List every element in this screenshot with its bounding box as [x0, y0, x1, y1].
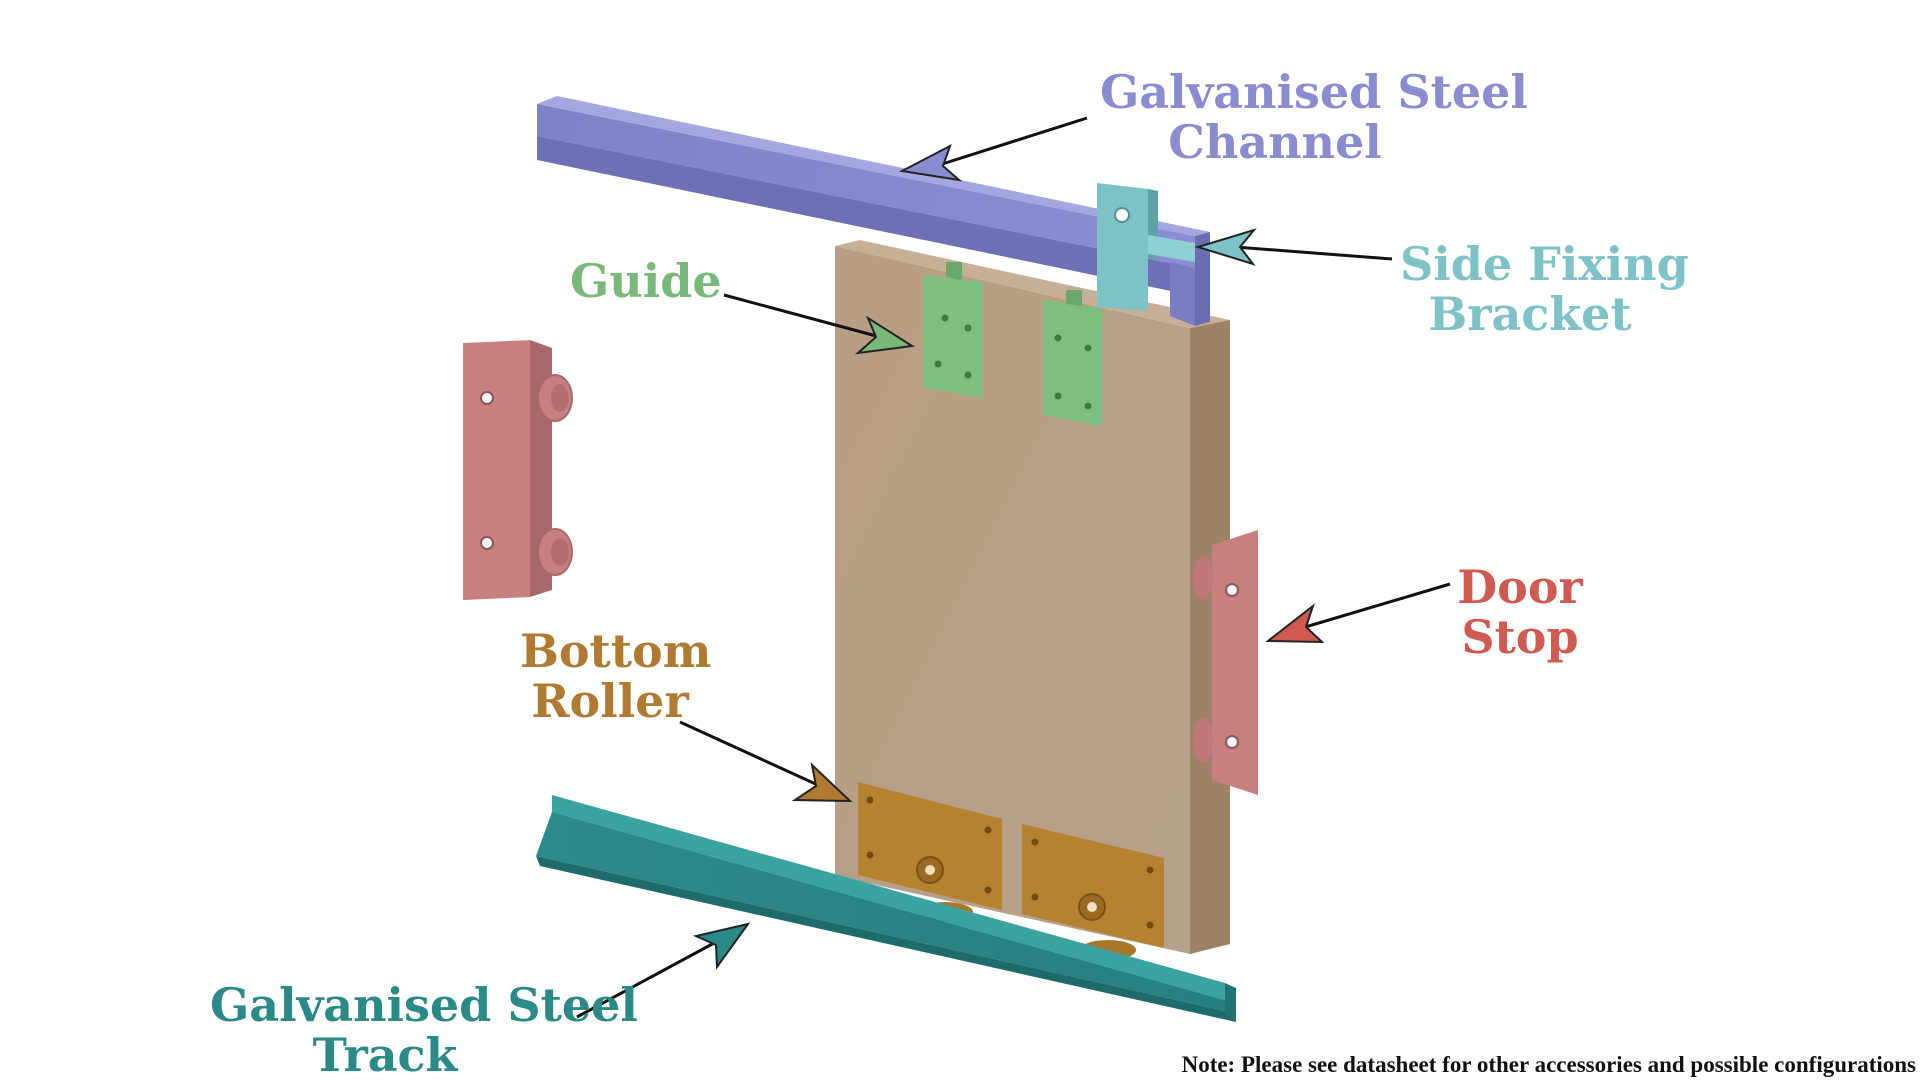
- steel-track: [536, 795, 1236, 1022]
- arrow-track: [576, 922, 751, 1019]
- mounted-door-stop: [1193, 530, 1258, 795]
- label-channel-line2: Channel: [1168, 115, 1382, 169]
- label-channel-line1: Galvanised Steel: [1100, 65, 1528, 119]
- label-door-stop-line1: Door: [1457, 560, 1583, 614]
- label-guide: Guide: [570, 254, 722, 308]
- label-bottom-roller-line1: Bottom: [520, 624, 712, 678]
- label-side-bracket-line2: Bracket: [1428, 287, 1632, 341]
- label-side-bracket-line1: Side Fixing: [1400, 237, 1689, 291]
- label-door-stop-line2: Stop: [1461, 610, 1579, 664]
- label-track: Galvanised Steel Track: [210, 978, 638, 1082]
- guide-right: [1043, 290, 1102, 426]
- label-track-line2: Track: [312, 1028, 458, 1082]
- label-door-stop: Door Stop: [1445, 562, 1595, 662]
- label-side-bracket: Side Fixing Bracket: [1400, 237, 1689, 341]
- label-track-line1: Galvanised Steel: [210, 978, 638, 1032]
- label-bottom-roller: Bottom Roller: [520, 624, 712, 728]
- label-guide-line1: Guide: [570, 254, 722, 308]
- side-fixing-bracket: [1097, 183, 1195, 311]
- guide-left: [923, 262, 982, 398]
- loose-door-stop: [463, 340, 573, 600]
- arrow-bottom-roller: [679, 720, 853, 803]
- arrow-side-bracket: [1194, 228, 1393, 266]
- arrow-guide: [723, 293, 915, 355]
- label-bottom-roller-line2: Roller: [531, 674, 689, 728]
- label-channel: Galvanised Steel Channel: [1100, 65, 1528, 169]
- arrow-door-stop: [1265, 582, 1451, 644]
- steel-channel: [537, 96, 1210, 326]
- footnote: Note: Please see datasheet for other acc…: [1181, 1052, 1916, 1077]
- arrow-channel: [898, 116, 1088, 182]
